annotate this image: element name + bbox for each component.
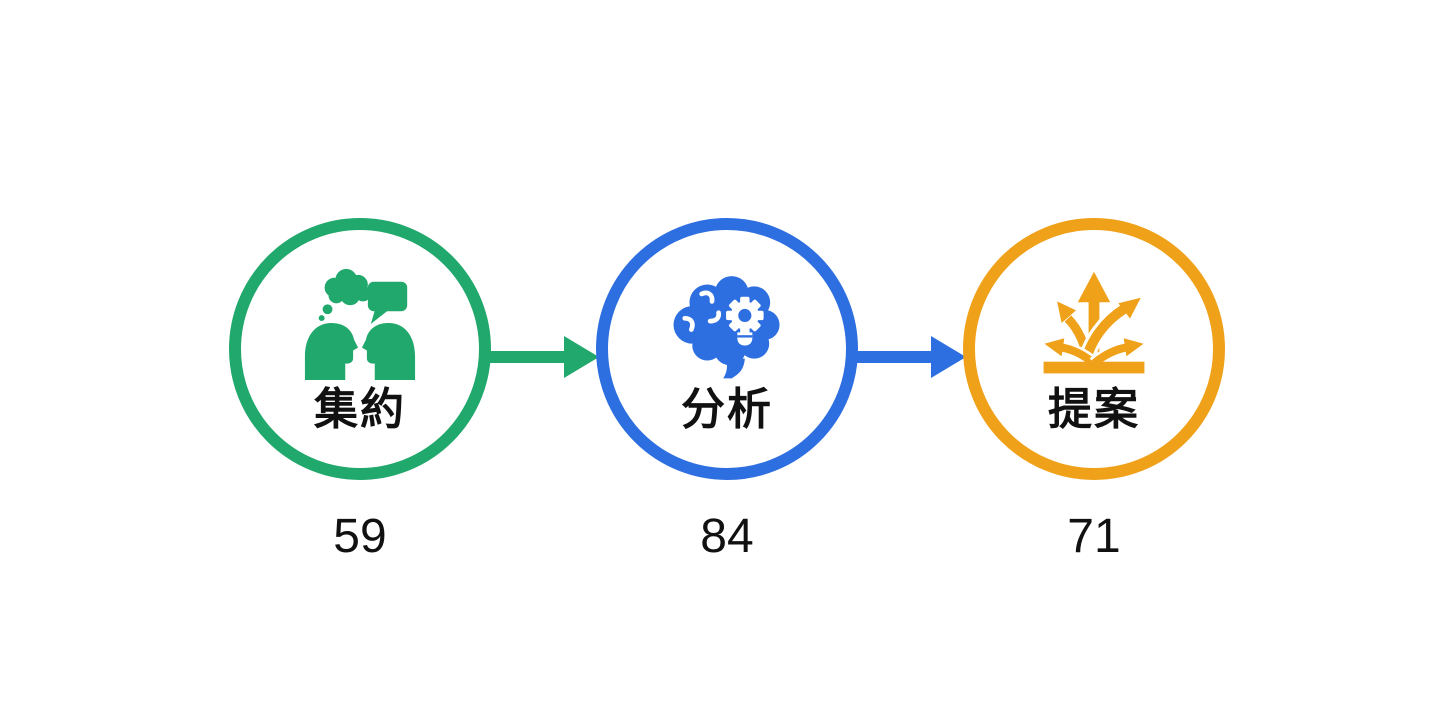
process-step-propose: 提案 71: [963, 218, 1225, 561]
step-label-aggregate: 集約: [314, 384, 406, 434]
process-step-analyze: 分析 84: [596, 218, 858, 561]
step-label-analyze: 分析: [681, 384, 773, 434]
branching-arrows-icon: [1031, 264, 1157, 382]
step-circle-propose: 提案: [963, 218, 1225, 480]
process-step-aggregate: 集約 59: [229, 218, 491, 561]
conversation-thought-speech-icon: [301, 264, 419, 382]
step-value-analyze: 84: [700, 510, 754, 563]
step-value-aggregate: 59: [333, 510, 387, 563]
step-value-propose: 71: [1067, 510, 1121, 563]
flow-arrow-aggregate-to-analyze: [490, 336, 599, 378]
brain-gear-idea-icon: [666, 264, 788, 382]
step-label-propose: 提案: [1048, 384, 1140, 434]
step-circle-aggregate: 集約: [229, 218, 491, 480]
flow-arrow-analyze-to-propose: [857, 336, 966, 378]
step-circle-analyze: 分析: [596, 218, 858, 480]
